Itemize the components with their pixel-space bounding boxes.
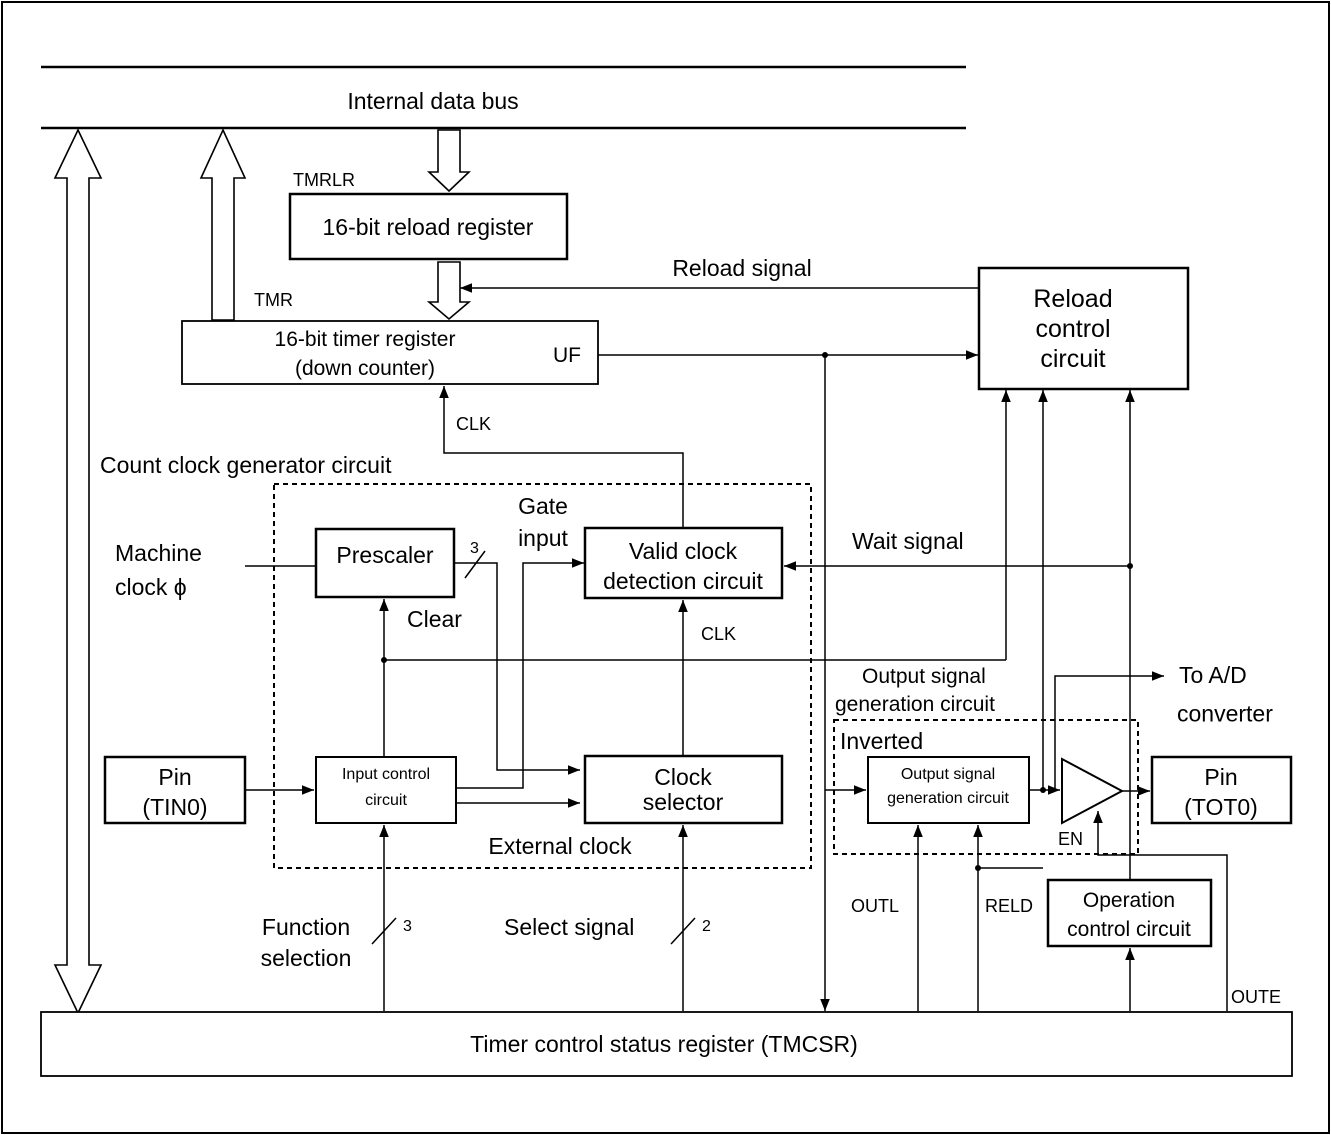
reld-label: RELD [985,896,1033,916]
gate-input-label-2: input [518,525,568,551]
output-gen-box [867,756,1030,824]
operation-control-label-1: Operation [1083,889,1175,912]
clk-mid-label: CLK [701,624,736,644]
valid-clock-label-1: Valid clock [629,538,738,564]
reld-junction-dot [975,865,981,871]
clk-top-label: CLK [456,414,491,434]
wait-signal-junction-dot [1127,563,1133,569]
machine-clock-label-1: Machine [115,540,202,566]
reload-control-label-1: Reload [1033,285,1112,313]
select-signal-label: Select signal [504,914,634,940]
tmcsr-label: Timer control status register (TMCSR) [470,1031,858,1057]
output-junction-dot [1040,787,1046,793]
clock-selector-box [583,754,784,825]
oute-label: OUTE [1231,987,1281,1007]
valid-clock-label-2: detection circuit [603,568,763,594]
bus-width-slash-select [670,917,696,945]
prescaler-output-bus [454,562,580,775]
clear-label: Clear [407,606,462,632]
valid-clock-detection-box [583,526,784,600]
external-clock-label: External clock [488,833,632,859]
pin-tot0-box [1150,755,1293,825]
tmcsr-box [40,1011,1293,1077]
output-signal-gen-label-2: generation circuit [835,693,995,716]
reload-register-label: 16-bit reload register [323,214,534,240]
clock-selector-label-2: selector [643,789,724,815]
input-control-box [315,756,457,824]
timer-to-bus-arrow [199,128,247,321]
bus-width-2: 2 [702,918,711,935]
pin-tot0-label-2: (TOT0) [1184,794,1258,820]
clear-junction-dot [381,657,387,663]
operation-control-label-2: control circuit [1067,918,1191,941]
reload-to-timer-arrow [426,261,472,321]
clock-selector-label-1: Clock [654,764,712,790]
output-gen-label-1: Output signal [901,766,995,783]
reload-control-label-2: control [1035,315,1110,343]
function-selection-label-2: selection [261,945,352,971]
gate-input-line [457,558,584,789]
uf-label: UF [553,344,581,367]
timer-register-label-1: 16-bit timer register [275,328,456,351]
count-clock-generator-region [273,483,812,869]
output-signal-gen-label-1: Output signal [862,665,986,688]
bus-width-3-bottom: 3 [403,918,412,935]
bus-width-slash-top [464,550,486,579]
bus-width-3-top: 3 [470,540,479,557]
bus-to-reload-arrow [426,129,472,193]
en-label: EN [1058,829,1083,849]
to-ad-label-2: converter [1177,701,1273,727]
pin-tin0-box [103,755,247,825]
internal-data-bus-label: Internal data bus [347,88,518,114]
reload-control-box [977,266,1190,391]
input-control-label-2: circuit [365,792,407,809]
wait-signal-label: Wait signal [852,528,964,554]
tmrlr-label: TMRLR [293,170,355,190]
count-clock-generator-label: Count clock generator circuit [100,452,392,478]
to-ad-line [1054,671,1164,790]
pin-tot0-label-1: Pin [1204,764,1237,790]
timer-register-box [181,320,599,385]
reload-signal-label: Reload signal [672,255,811,281]
oute-line [1093,811,1228,1011]
timer-register-label-2: (down counter) [295,357,435,380]
clk-to-timer-line [439,386,684,528]
to-ad-label-1: To A/D [1179,662,1247,688]
tmr-label: TMR [254,290,293,310]
pin-tin0-label-2: (TIN0) [142,794,207,820]
operation-control-box [1046,878,1213,948]
reload-control-label-3: circuit [1040,345,1105,373]
machine-clock-label-2: clock ϕ [115,574,187,600]
bus-width-slash-func [371,917,397,945]
function-selection-label-1: Function [262,914,350,940]
outl-label: OUTL [851,896,899,916]
input-control-label-1: Input control [342,766,430,783]
reload-register-box [288,192,569,261]
inverted-label: Inverted [840,728,923,754]
prescaler-label: Prescaler [336,542,433,568]
output-buffer [1061,757,1125,825]
gate-input-label-1: Gate [518,493,568,519]
output-gen-label-2: generation circuit [887,790,1009,807]
bus-tmcsr-double-arrow [53,128,103,1015]
pin-tin0-label-1: Pin [158,764,191,790]
